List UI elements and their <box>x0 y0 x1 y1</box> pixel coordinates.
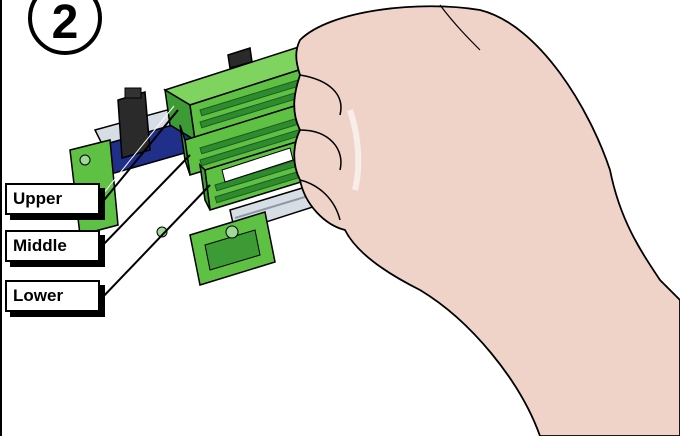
hand-illustration <box>294 5 680 436</box>
step-number-text: 2 <box>52 0 79 49</box>
label-lower: Lower <box>5 280 100 312</box>
label-upper: Upper <box>5 183 100 215</box>
label-upper-text: Upper <box>13 189 62 209</box>
label-middle: Middle <box>5 230 100 262</box>
step-number-badge: 2 <box>30 0 100 53</box>
label-middle-text: Middle <box>13 236 67 256</box>
ribbon-connector-left <box>118 88 150 158</box>
label-lower-text: Lower <box>13 286 63 306</box>
